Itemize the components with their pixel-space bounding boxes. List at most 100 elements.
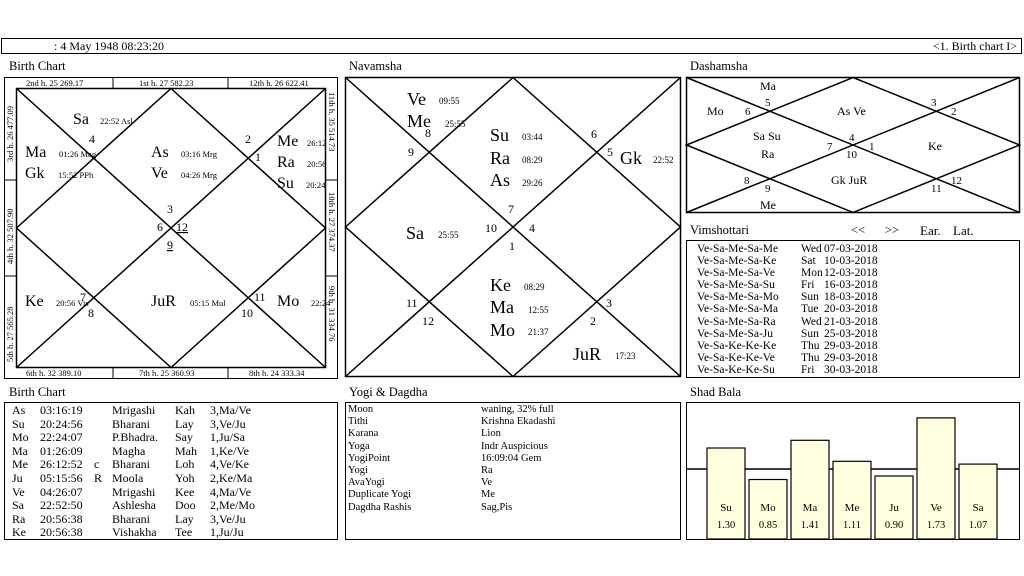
shadbala-bar-ma <box>790 439 830 540</box>
planet-label: Sa <box>73 111 89 128</box>
dasha-date: 20-03-2018 <box>824 303 878 316</box>
shadbala-category-label: Me <box>845 502 860 514</box>
house-6-label: 6th h. 32 389.10 <box>26 368 82 378</box>
cell-pada: Yoh <box>175 470 195 485</box>
sign-number: 11 <box>931 183 942 195</box>
house-4-label: 4th h. 32 507.90 <box>5 209 15 265</box>
house-3-label: 3rd h. 26 477.09 <box>5 106 15 162</box>
birth-chart-diagram[interactable]: 2nd h. 25 269.17 1st h. 27 582.23 12th h… <box>0 74 342 380</box>
cell-pada: Loh <box>175 457 195 472</box>
planet-degree: 25:55 <box>445 119 466 129</box>
dasha-date: 21-03-2018 <box>824 315 878 328</box>
shadbala-value-label: 1.11 <box>843 520 861 531</box>
cell-p: Mo <box>12 430 29 445</box>
dasha-date: 25-03-2018 <box>824 327 878 340</box>
planet-label: Gk <box>25 165 45 182</box>
yogi-value: waning, 32% full <box>481 404 554 415</box>
cell-lord: 1,Ke/Ve <box>210 443 249 458</box>
dasha-day: Sat <box>801 255 816 268</box>
shadbala-value-label: 1.30 <box>717 520 735 531</box>
dasha-day: Mon <box>801 267 823 280</box>
birth-chart-title: Birth Chart <box>9 59 66 73</box>
house-7-label: 7th h. 25 360.93 <box>139 368 195 378</box>
cell-nak: Moola <box>112 470 144 485</box>
cell-deg: 22:24:07 <box>40 430 83 445</box>
planet-label: Mo <box>490 320 515 340</box>
house-1-label: 1st h. 27 582.23 <box>139 78 194 88</box>
dasha-date: 29-03-2018 <box>824 351 878 364</box>
shadbala-bar-sa <box>958 463 998 540</box>
dasha-date: 10-03-2018 <box>824 255 878 268</box>
vimshottari-title: Vimshottari <box>690 223 749 237</box>
cell-p: Sa <box>12 498 24 513</box>
house-11-label: 11th h. 35 514.73 <box>327 92 337 151</box>
sign-number: 7 <box>827 141 833 153</box>
planet-label: JuR <box>573 344 601 364</box>
cell-deg: 01:26:09 <box>40 443 83 458</box>
planet-degree: 01:26 Mag <box>59 149 97 159</box>
sign-number: 9 <box>408 145 414 159</box>
yogi-key: AvaYogi <box>348 477 385 489</box>
dasha-day: Fri <box>801 279 815 292</box>
planet-label: As <box>490 170 510 190</box>
house-5-label: 5th h. 27 565.28 <box>5 307 15 363</box>
chart-selector-button[interactable]: <1. Birth chart I> <box>932 39 1017 53</box>
dasha-date: 18-03-2018 <box>824 291 878 304</box>
planet-label: Su <box>490 125 509 145</box>
sign-number: 3 <box>167 202 173 216</box>
planet-degree: 20:56 Vis <box>56 298 89 308</box>
shadbala-bar-mo <box>748 478 788 540</box>
sign-number: 8 <box>88 306 94 320</box>
vimshottari-prev-button[interactable]: << <box>851 223 866 237</box>
vimshottari-earlier-button[interactable]: Ear. <box>920 223 941 238</box>
cell-nak: Mrigashi <box>112 484 156 499</box>
vimshottari-next-button[interactable]: >> <box>885 223 900 237</box>
yogi-value: Ve <box>481 477 493 489</box>
planet-label: Gk <box>620 148 642 168</box>
planet-label: Sa <box>406 223 424 243</box>
birth-table-title: Birth Chart <box>9 385 66 399</box>
planet-degree: 17:23 <box>615 351 636 361</box>
dashamsha-chart-diagram[interactable]: 5 6 3 2 4 7 10 1 8 9 11 12 Ma Mo As Ve S… <box>685 76 1021 214</box>
planet-label: Ma <box>490 297 514 317</box>
dasha-day: Wed <box>801 315 822 328</box>
navamsha-chart-diagram[interactable]: 8 9 6 5 7 10 4 1 11 12 3 2 Ve 09:55 Me 2… <box>344 76 684 378</box>
cell-deg: 22:52:50 <box>40 498 83 513</box>
shadbala-bar-ju <box>874 475 914 540</box>
cell-deg: 20:56:38 <box>40 525 83 540</box>
sign-number: 6 <box>591 127 597 141</box>
shadbala-category-label: Sa <box>973 502 984 514</box>
shadbala-bar-me <box>832 460 872 540</box>
sign-number: 1 <box>509 239 515 253</box>
dasha-date: 30-03-2018 <box>824 363 878 376</box>
house-9-label: 9th h. 31 334.76 <box>327 286 337 342</box>
shadbala-category-label: Ve <box>930 502 942 514</box>
cell-deg: 04:26:07 <box>40 484 83 499</box>
shadbala-bar-ve <box>916 417 956 540</box>
yogi-value: Lion <box>481 428 501 440</box>
planet-degree: 22:24 <box>311 298 331 308</box>
sign-number: 2 <box>590 314 596 328</box>
vimshottari-later-button[interactable]: Lat. <box>953 223 974 238</box>
sign-number: 4 <box>529 221 535 235</box>
